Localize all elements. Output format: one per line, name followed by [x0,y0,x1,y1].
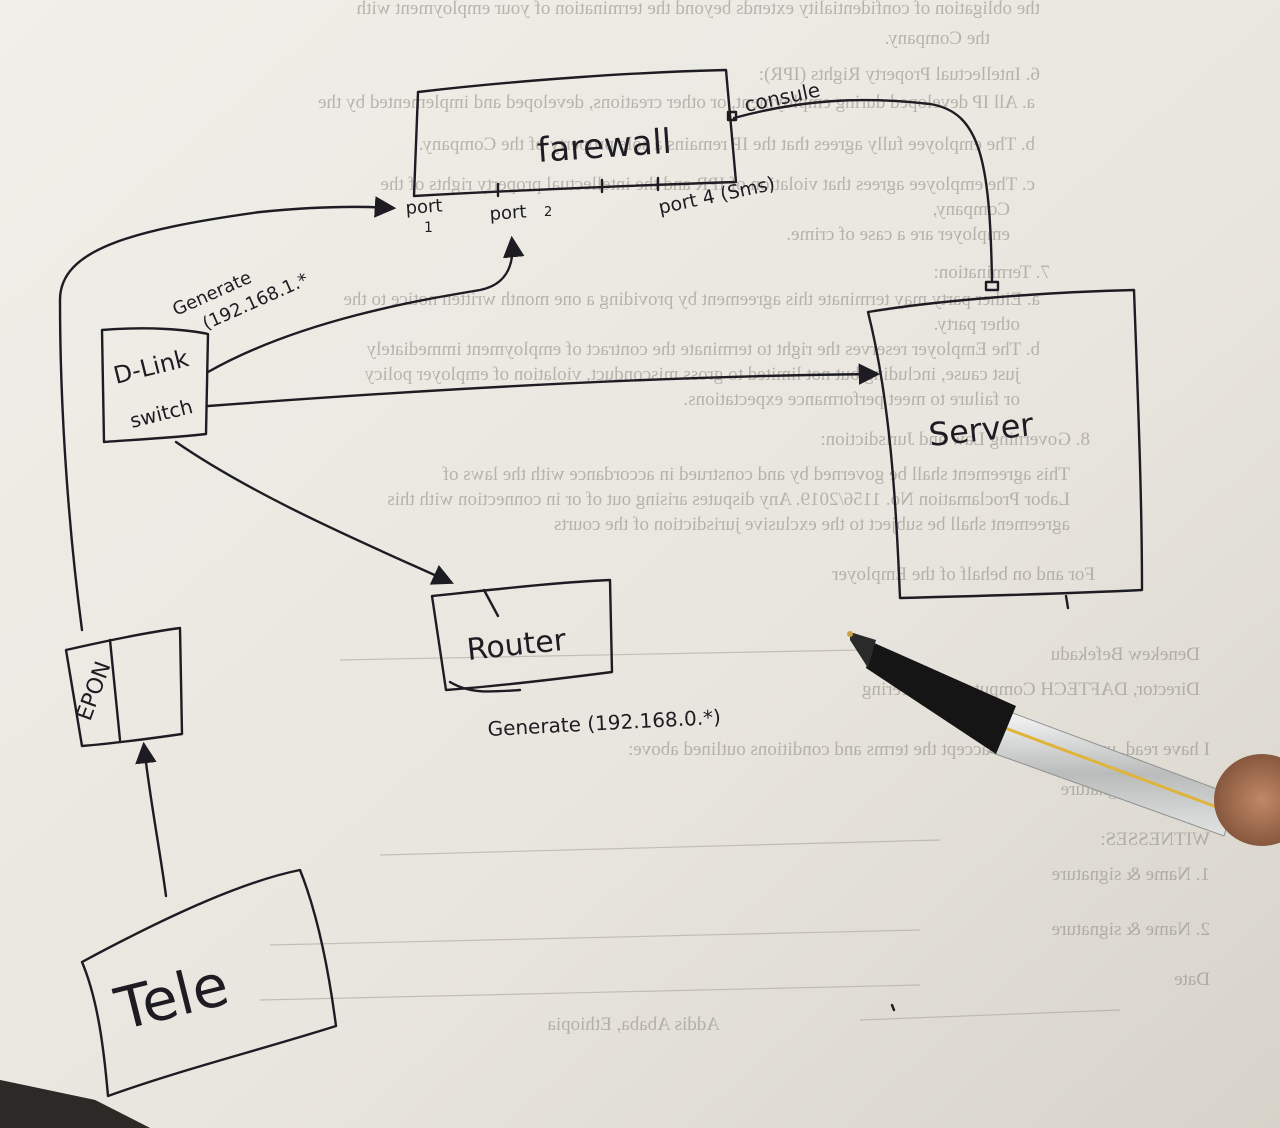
svg-text:WITNESSES:: WITNESSES: [1100,829,1210,850]
pen [847,631,1280,846]
firewall-label: farewall [536,122,673,171]
epon-box [64,626,184,748]
svg-text:the Company.: the Company. [885,28,990,49]
port1-label: port [405,195,443,219]
bleed-lines [259,649,1121,1021]
pen-cone [850,632,876,668]
svg-text:8. Governing Law and Jurisdic: 8. Governing Law and Jurisdiction: [820,429,1090,450]
console-link [732,98,994,284]
hand-diagram [58,68,1144,1098]
epon-to-port1 [58,196,397,632]
svg-text:Addis Ababa, Ethiopia: Addis Ababa, Ethiopia [547,1014,720,1035]
svg-text:For and on behalf of the Emplo: For and on behalf of the Employer [832,564,1095,585]
finger [1214,754,1280,846]
svg-text:agreement shall be subject to: agreement shall be subject to the exclus… [554,514,1070,535]
tele-box [80,868,338,1098]
svg-text:6. Intellectual Property Righ: 6. Intellectual Property Rights (IPR): [759,64,1040,85]
svg-text:2. Name & signature: 2. Name & signature [1052,919,1210,940]
svg-text:This agreement shall be govern: This agreement shall be governed by and … [442,464,1070,485]
paper-shadow [0,1080,150,1128]
router-box [430,578,614,692]
svg-text:a. All IP developed during em: a. All IP developed during employment, o… [318,92,1035,113]
svg-text:a. Either party may terminate: a. Either party may terminate this agree… [344,289,1040,310]
port1-num: 1 [424,220,433,236]
tele-to-epon [135,741,168,898]
switch-to-router [174,440,454,585]
switch-to-server [206,363,881,408]
svg-text:other party.: other party. [934,314,1020,335]
svg-text:Date: Date [1174,969,1210,990]
port2-num: 2 [544,205,552,220]
server-box [866,288,1144,600]
svg-text:b. The Employer reserves the: b. The Employer reserves the right to te… [366,339,1040,360]
switch-to-port2 [206,235,525,374]
switch-box [100,327,210,444]
pen-grip [866,642,1016,754]
svg-text:employer are a case of crime.: employer are a case of crime. [786,224,1010,245]
svg-text:Company,: Company, [933,199,1010,220]
svg-text:just cause, including but not: just cause, including but not limited to… [364,364,1021,385]
firewall-box [412,68,738,198]
svg-text:b. The employee fully agrees: b. The employee fully agrees that the IP… [419,134,1035,155]
svg-text:or failure to meet performance: or failure to meet performance expectati… [683,389,1020,410]
svg-text:the obligation of confidential: the obligation of confidentiality extend… [356,0,1040,19]
svg-text:1. Name & signature: 1. Name & signature [1052,864,1210,885]
port2-label: port [489,201,527,225]
svg-text:Denekew Befekadu: Denekew Befekadu [1050,644,1200,665]
svg-text:Labor Proclamation No. 1156/20: Labor Proclamation No. 1156/2019. Any di… [387,489,1070,510]
